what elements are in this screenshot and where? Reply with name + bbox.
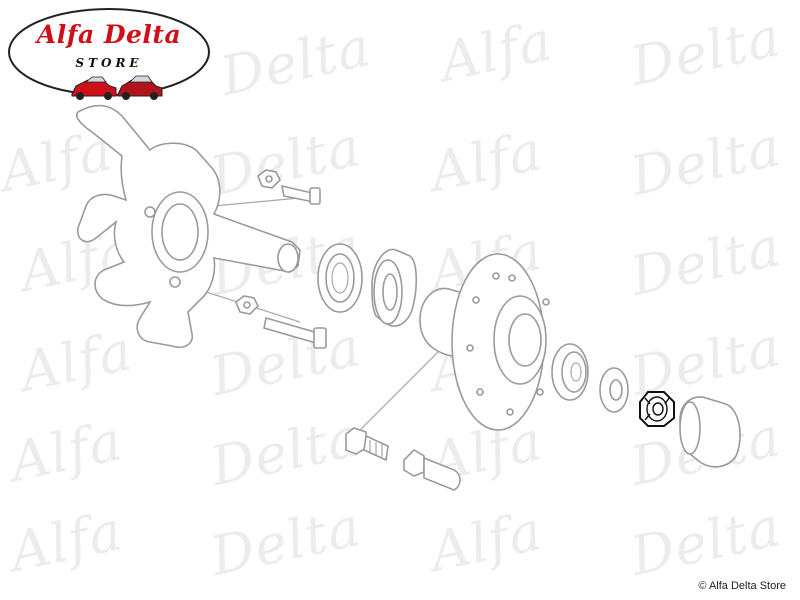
- hub-nut[interactable]: [639, 391, 675, 427]
- lug-nut: [403, 448, 461, 491]
- brand-title: Alfa Delta: [36, 20, 182, 49]
- bolt-lower: [263, 316, 327, 349]
- thrust-washer: [599, 367, 629, 413]
- coupe-car-icon: [117, 75, 163, 100]
- small-nut-lower: [235, 295, 259, 315]
- wheel-hub: [419, 253, 550, 431]
- steering-knuckle: [76, 104, 301, 349]
- copyright-notice: © Alfa Delta Store: [698, 580, 786, 592]
- brand-subtitle: STORE: [75, 56, 143, 70]
- bolt-upper: [280, 184, 321, 205]
- inner-bearing: [371, 248, 418, 327]
- red-car-icon: [71, 76, 117, 100]
- wheel-stud: [345, 427, 389, 462]
- store-logo[interactable]: Alfa Delta STORE: [6, 6, 212, 104]
- small-nut-upper: [257, 169, 281, 189]
- grease-cap: [679, 396, 741, 468]
- logo-ellipse: [8, 8, 210, 100]
- oil-seal: [317, 243, 363, 313]
- outer-bearing: [551, 343, 589, 401]
